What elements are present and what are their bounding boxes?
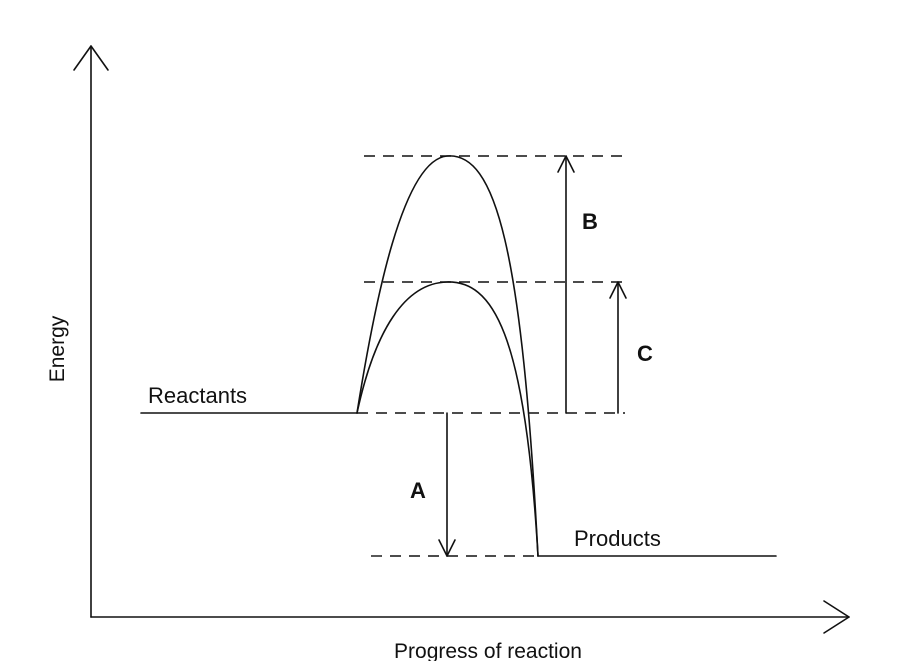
energy-levels	[140, 412, 777, 557]
arrow-c-head	[609, 281, 627, 299]
reaction-curves	[356, 155, 539, 557]
progress-axis-title: Progress of reaction	[394, 640, 582, 661]
arrow-c-label: C	[637, 341, 653, 366]
reference-dashes	[357, 155, 625, 557]
axes	[73, 45, 850, 634]
arrow-a-label: A	[410, 478, 426, 503]
labels: Reactants Products A B C Energy Progress…	[46, 209, 661, 661]
arrow-a-head	[438, 539, 456, 557]
energy-axis-title: Energy	[46, 315, 69, 382]
uncatalysed-curve	[356, 155, 539, 557]
arrow-b-label: B	[582, 209, 598, 234]
arrows	[438, 155, 627, 557]
arrow-b-head	[557, 155, 575, 173]
y-axis-arrowhead	[73, 45, 109, 71]
reactants-label: Reactants	[148, 383, 247, 408]
catalysed-curve	[356, 281, 539, 557]
x-axis-arrowhead	[823, 600, 850, 634]
products-label: Products	[574, 526, 661, 551]
